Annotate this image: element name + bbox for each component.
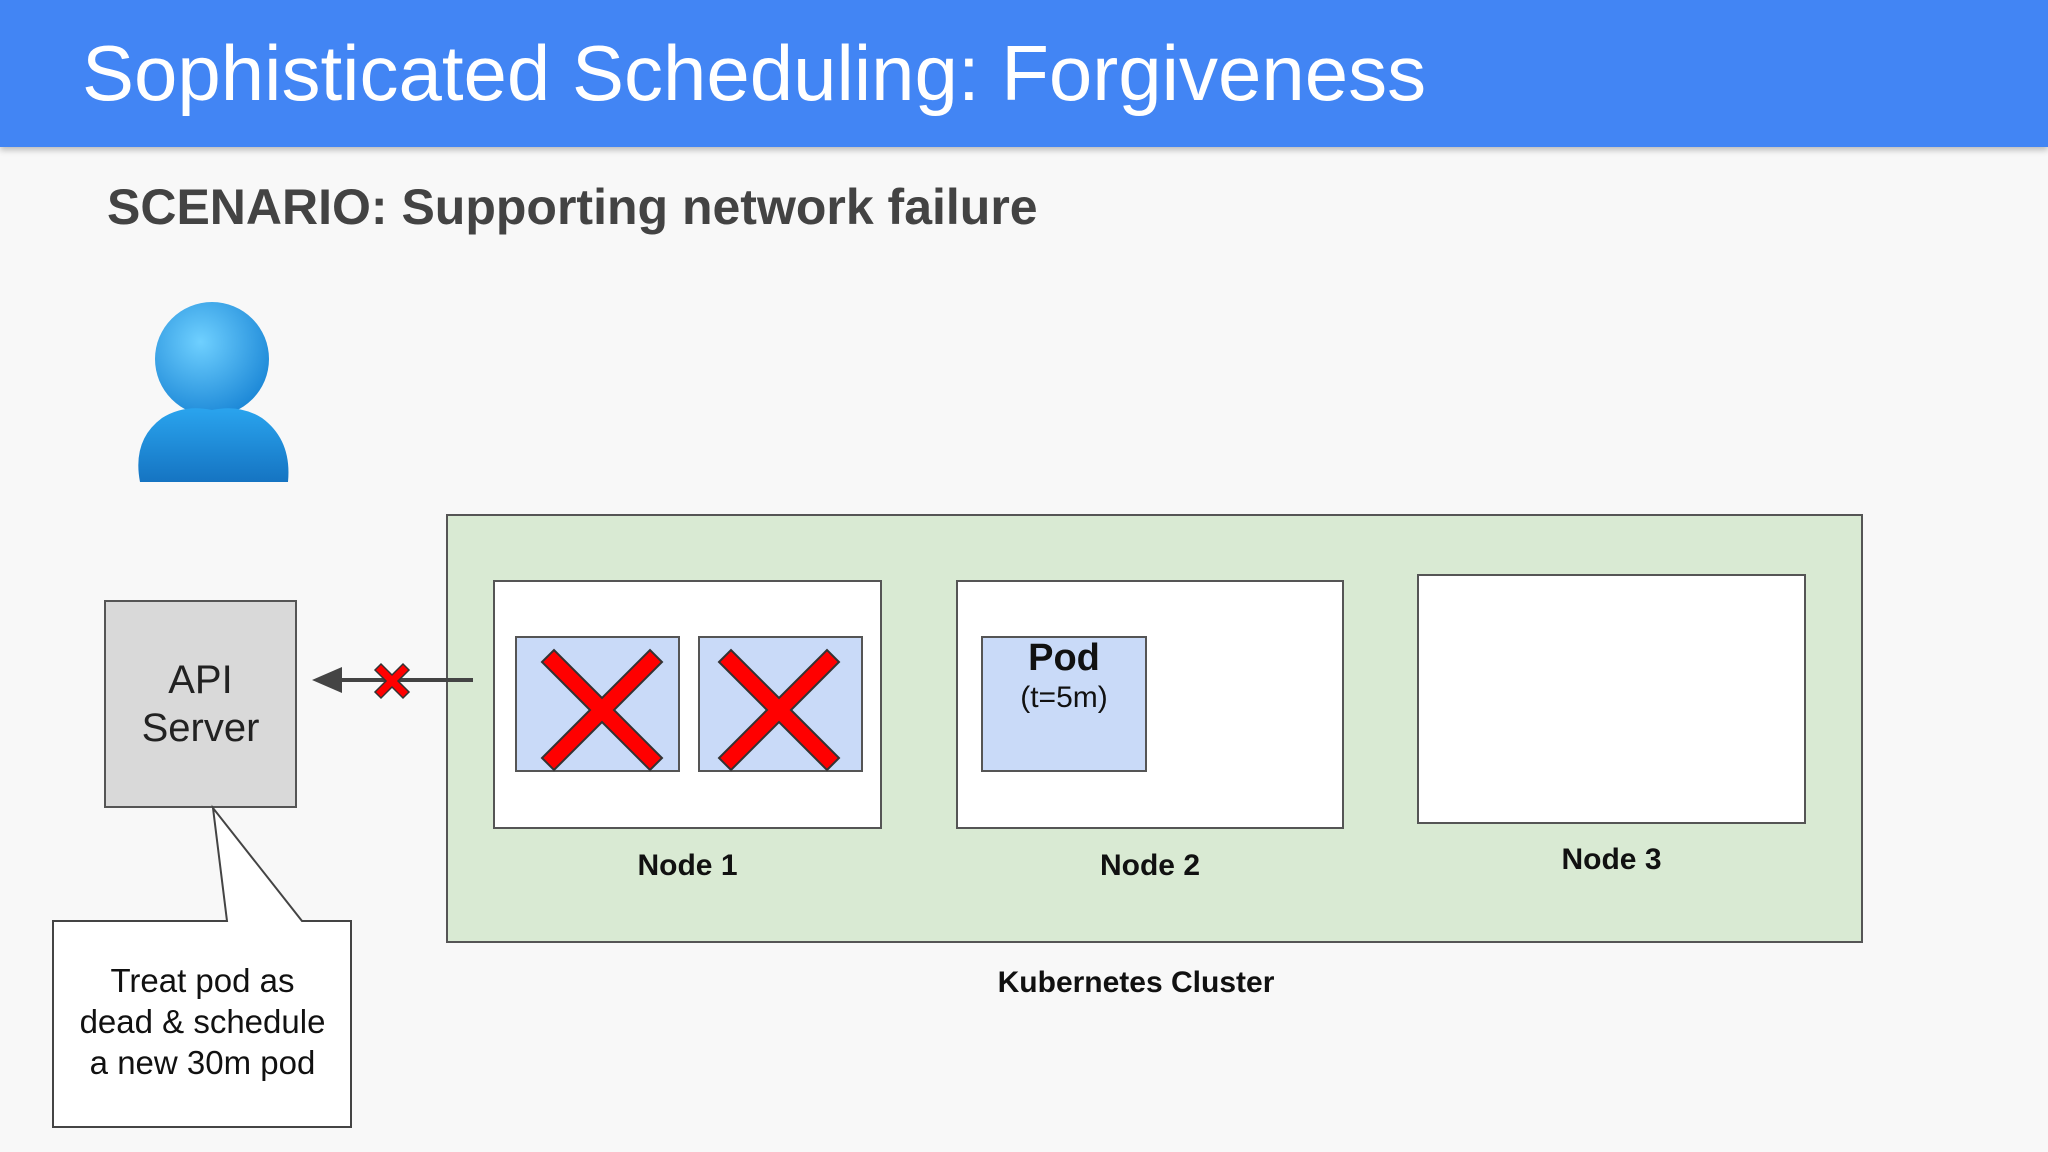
node-3-label: Node 3 — [1561, 843, 1662, 876]
callout-text: Treat pod as dead & schedule a new 30m p… — [55, 960, 350, 1083]
node-2-label: Node 2 — [1099, 849, 1201, 882]
broken-connection-icon — [373, 662, 411, 700]
node-3 — [1417, 574, 1806, 824]
slide-title: Sophisticated Scheduling: Forgiveness — [82, 29, 1427, 117]
callout-line2: dead & schedule — [79, 1003, 326, 1040]
pod — [981, 636, 1147, 772]
node-1-label: Node 1 — [637, 849, 738, 882]
failed-pod-2 — [698, 636, 863, 772]
callout-line3: a new 30m pod — [89, 1044, 316, 1081]
pod-label: Pod (t=5m) — [981, 636, 1147, 716]
scenario-heading: SCENARIO: Supporting network failure — [107, 179, 1038, 235]
cluster-label: Kubernetes Cluster — [997, 966, 1275, 999]
api-server: API Server — [104, 600, 297, 808]
pod-title: Pod — [1028, 637, 1100, 679]
pod-detail: (t=5m) — [1020, 681, 1108, 714]
api-server-label-line1: API — [168, 658, 233, 702]
title-bar: Sophisticated Scheduling: Forgiveness — [0, 0, 2048, 147]
failed-pod-1 — [515, 636, 680, 772]
callout-line1: Treat pod as — [110, 962, 295, 999]
api-server-label-line2: Server — [141, 706, 260, 750]
